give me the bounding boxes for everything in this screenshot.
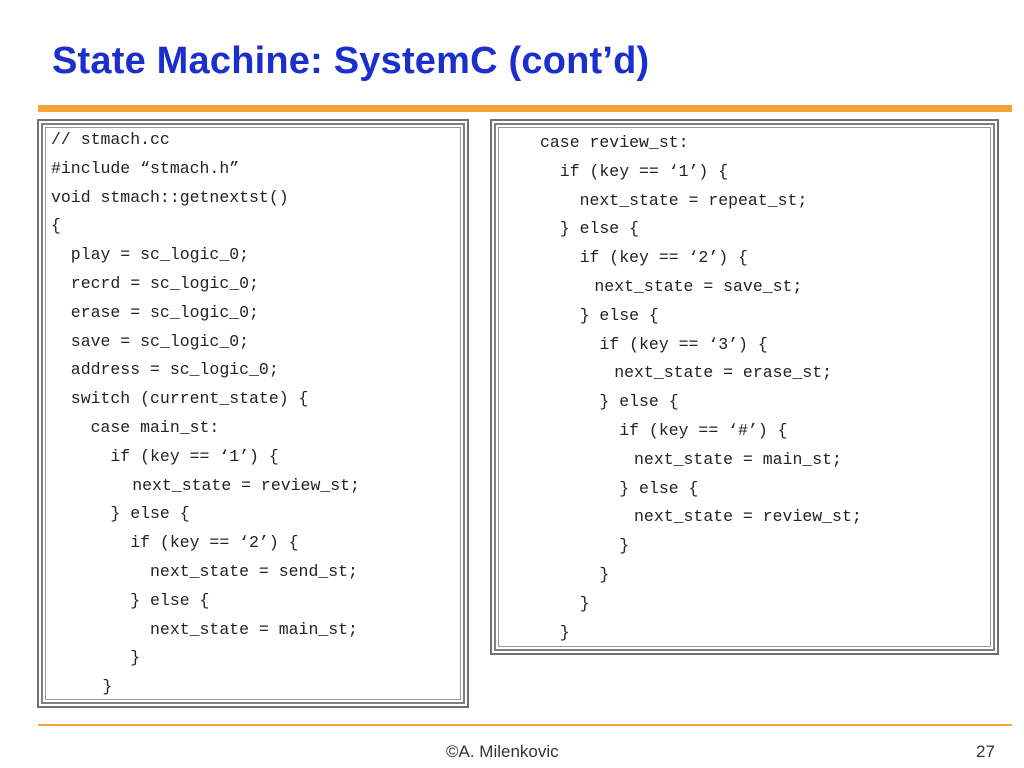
code-line: address = sc_logic_0; <box>51 360 279 380</box>
code-line: next_state = send_st; <box>51 562 358 581</box>
code-panel-left: // stmach.cc #include “stmach.h” void stma… <box>37 119 469 708</box>
title-underline <box>38 105 1012 112</box>
code-line: erase = sc_logic_0; <box>51 302 259 322</box>
code-line: #include “stmach.h” <box>51 158 240 178</box>
code-line: play = sc_logic_0; <box>51 245 250 265</box>
code-line: next_state = main_st; <box>51 619 358 639</box>
code-line: if (key == ‘1’) { <box>540 161 729 181</box>
code-line: } <box>540 622 570 642</box>
code-line: void stmach::getnextst() <box>51 187 289 207</box>
page-number: 27 <box>976 742 995 761</box>
code-line: } else { <box>51 504 190 524</box>
code-line: case main_st: <box>51 418 220 437</box>
code-line: if (key == ‘2’) { <box>540 248 748 268</box>
code-line: case review_st: <box>540 133 689 152</box>
footer-author: ©A. Milenkovic <box>446 742 559 761</box>
slide-title: State Machine: SystemC (cont’d) <box>52 40 650 82</box>
code-line: next_state = review_st; <box>535 507 862 527</box>
code-line: next_state = review_st; <box>53 475 360 495</box>
code-line: } else { <box>540 305 659 325</box>
code-line: } else { <box>51 590 210 610</box>
code-line: } else { <box>540 219 640 239</box>
code-line: switch (current_state) { <box>51 389 309 409</box>
code-line: } else { <box>540 392 679 412</box>
code-line: next_state = main_st; <box>535 449 842 469</box>
code-line: } <box>540 536 630 556</box>
code-line: { <box>51 216 61 236</box>
code-line: if (key == ‘#’) { <box>540 421 788 440</box>
code-line: recrd = sc_logic_0; <box>51 274 259 293</box>
code-panel-right: case review_st: if (key == ‘1’) { next_s… <box>490 119 999 655</box>
code-line: save = sc_logic_0; <box>51 331 250 351</box>
code-line: next_state = repeat_st; <box>540 190 808 210</box>
code-line: } <box>51 648 141 668</box>
code-line: // stmach.cc <box>51 130 170 149</box>
code-line: } <box>540 565 610 584</box>
code-line: if (key == ‘2’) { <box>51 533 299 553</box>
code-line: next_state = save_st; <box>535 277 803 296</box>
code-line: next_state = erase_st; <box>535 363 833 383</box>
code-line: } <box>540 593 590 613</box>
code-line: if (key == ‘1’) { <box>51 446 279 466</box>
code-line: if (key == ‘3’) { <box>540 334 768 354</box>
footer-divider <box>38 724 1012 726</box>
code-line: } else { <box>540 478 699 498</box>
code-line: } <box>43 677 113 697</box>
